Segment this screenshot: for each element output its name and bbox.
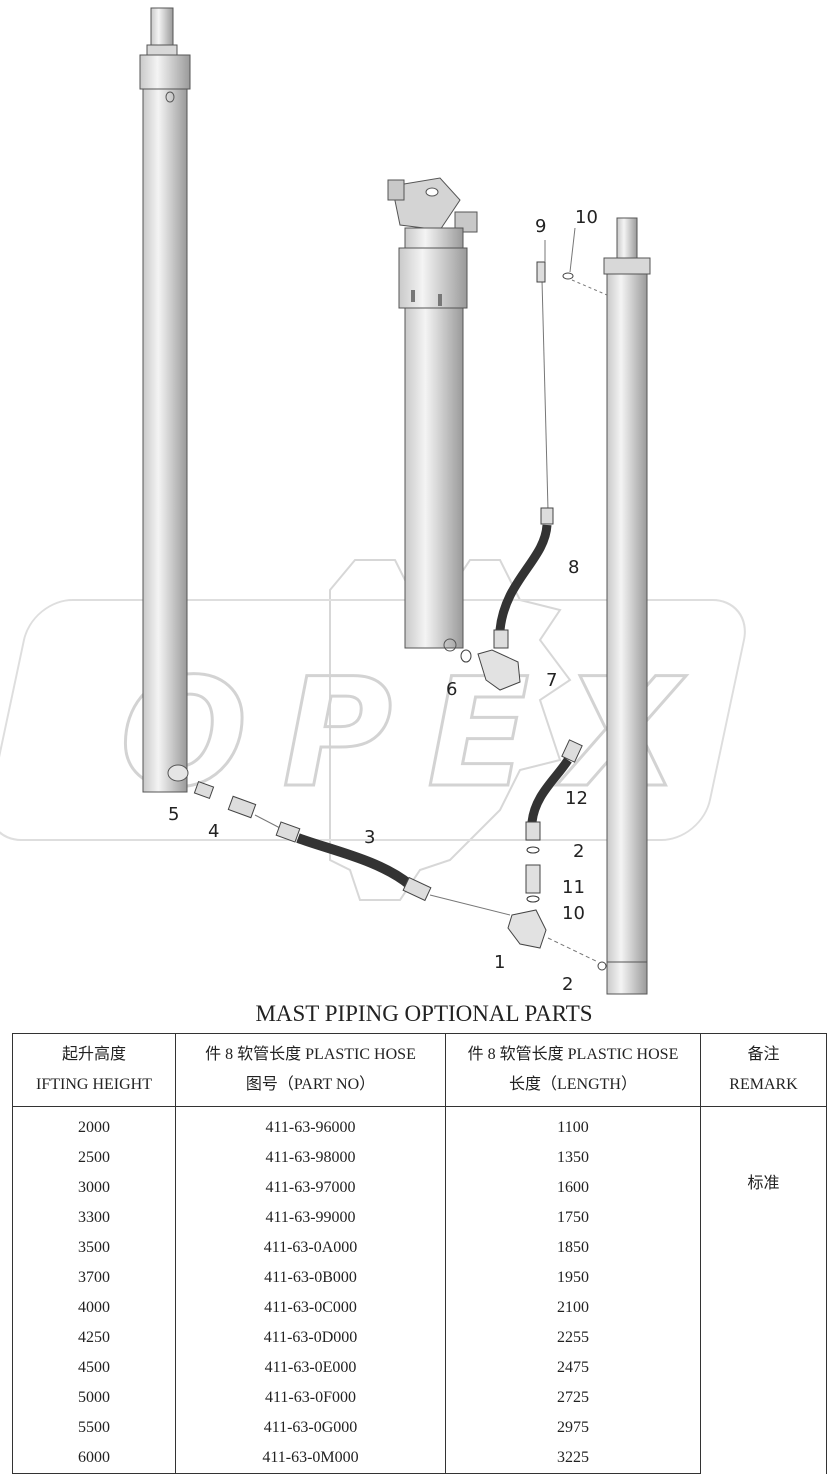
callout-10a: 10 xyxy=(575,207,598,228)
callout-12: 12 xyxy=(565,788,588,809)
callout-6: 6 xyxy=(446,679,457,700)
fitting-9-10 xyxy=(460,227,608,663)
callout-9: 9 xyxy=(535,216,546,237)
right-mast-cylinder xyxy=(603,217,651,995)
cell-part-no: 411-63-98000 xyxy=(175,1143,446,1173)
cell-part-no: 411-63-99000 xyxy=(175,1203,446,1233)
callout-2a: 2 xyxy=(573,841,584,862)
cell-part-no: 411-63-96000 xyxy=(175,1106,446,1143)
cell-lifting-height: 6000 xyxy=(12,1443,176,1474)
cell-lifting-height: 5500 xyxy=(12,1413,176,1443)
hose-12 xyxy=(507,739,607,971)
cell-lifting-height: 3700 xyxy=(12,1263,176,1293)
cell-part-no: 411-63-97000 xyxy=(175,1173,446,1203)
cell-part-no: 411-63-0B000 xyxy=(175,1263,446,1293)
cell-lifting-height: 3300 xyxy=(12,1203,176,1233)
cell-lifting-height: 5000 xyxy=(12,1383,176,1413)
cell-part-no: 411-63-0A000 xyxy=(175,1233,446,1263)
cell-lifting-height: 4000 xyxy=(12,1293,176,1323)
callout-10b: 10 xyxy=(562,903,585,924)
header-part-no: 件 8 软管长度 PLASTIC HOSE 图号（PART NO） xyxy=(175,1033,446,1107)
callout-5: 5 xyxy=(168,804,179,825)
callout-11: 11 xyxy=(562,877,585,898)
cell-part-no: 411-63-0M000 xyxy=(175,1443,446,1474)
cell-lifting-height: 3000 xyxy=(12,1173,176,1203)
cell-length: 3225 xyxy=(445,1443,701,1474)
middle-mast-cylinder xyxy=(387,177,478,652)
mast-piping-diagram: OPEX xyxy=(0,7,746,995)
cell-length: 1850 xyxy=(445,1233,701,1263)
cell-lifting-height: 4500 xyxy=(12,1353,176,1383)
cell-length: 2475 xyxy=(445,1353,701,1383)
callout-labels: 1 2 2 3 4 5 6 7 8 9 10 10 11 12 xyxy=(168,207,598,995)
cell-length: 1600 xyxy=(445,1173,701,1203)
cell-length: 1100 xyxy=(445,1106,701,1143)
cell-part-no: 411-63-0C000 xyxy=(175,1293,446,1323)
callout-7: 7 xyxy=(546,670,557,691)
cell-length: 1350 xyxy=(445,1143,701,1173)
cell-part-no: 411-63-0F000 xyxy=(175,1383,446,1413)
hose-8 xyxy=(477,279,554,691)
cell-lifting-height: 3500 xyxy=(12,1233,176,1263)
cell-part-no: 411-63-0G000 xyxy=(175,1413,446,1443)
cell-length: 2255 xyxy=(445,1323,701,1353)
cell-length: 2725 xyxy=(445,1383,701,1413)
cell-remark: 标准 xyxy=(700,1106,827,1474)
cell-part-no: 411-63-0D000 xyxy=(175,1323,446,1353)
left-mast-cylinder xyxy=(139,7,191,793)
watermark-plate xyxy=(0,599,746,841)
parts-table: 起升高度 IFTING HEIGHT 件 8 软管长度 PLASTIC HOSE… xyxy=(12,1033,827,1474)
callout-4: 4 xyxy=(208,821,219,842)
cell-length: 2100 xyxy=(445,1293,701,1323)
table-header-row: 起升高度 IFTING HEIGHT 件 8 软管长度 PLASTIC HOSE… xyxy=(12,1033,827,1107)
header-lifting-height: 起升高度 IFTING HEIGHT xyxy=(12,1033,176,1107)
hose-3 xyxy=(193,780,511,916)
cell-part-no: 411-63-0E000 xyxy=(175,1353,446,1383)
cell-lifting-height: 2000 xyxy=(12,1106,176,1143)
cell-length: 1950 xyxy=(445,1263,701,1293)
callout-1: 1 xyxy=(494,952,505,973)
callout-3: 3 xyxy=(364,827,375,848)
header-remark: 备注 REMARK xyxy=(700,1033,827,1107)
cell-length: 1750 xyxy=(445,1203,701,1233)
table-title: MAST PIPING OPTIONAL PARTS xyxy=(255,1001,593,1026)
cell-lifting-height: 2500 xyxy=(12,1143,176,1173)
cell-length: 2975 xyxy=(445,1413,701,1443)
callout-8: 8 xyxy=(568,557,579,578)
cell-lifting-height: 4250 xyxy=(12,1323,176,1353)
callout-2b: 2 xyxy=(562,974,573,995)
header-length: 件 8 软管长度 PLASTIC HOSE 长度（LENGTH） xyxy=(445,1033,701,1107)
